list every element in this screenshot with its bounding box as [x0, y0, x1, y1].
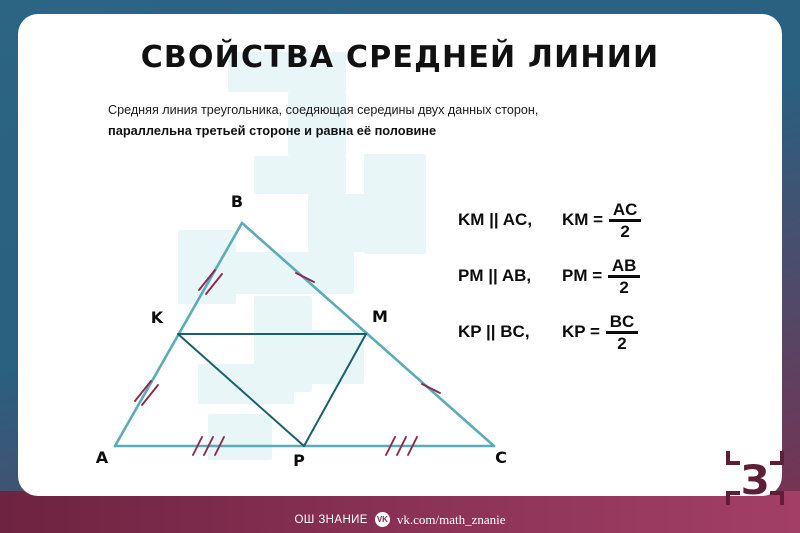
- midline-PM: [303, 333, 367, 447]
- vk-icon[interactable]: VK: [374, 512, 390, 527]
- formula-numerator-1: AC: [612, 199, 638, 219]
- logo-bracket-br: [770, 491, 784, 505]
- tick-AK-1: [134, 380, 152, 402]
- logo-glyph: З: [741, 458, 769, 504]
- vertex-label-K: K: [151, 308, 164, 327]
- footer-band: [0, 491, 800, 533]
- formula-row-2: PM || AB, PM = AB 2: [458, 248, 641, 304]
- fraction-bar-3: [605, 330, 638, 334]
- formula-denominator-2: 2: [619, 277, 629, 297]
- formula-numerator-3: BC: [609, 311, 635, 331]
- tick-PC-1: [385, 436, 396, 456]
- tick-MC-1: [421, 383, 441, 394]
- fraction-bar-1: [609, 218, 642, 222]
- content-card: СВОЙСТВА СРЕДНЕЙ ЛИНИИ Средняя линия тре…: [18, 14, 782, 496]
- formula-row-3: KP || BC, KP = BC 2: [458, 304, 641, 360]
- fraction-bar-2: [608, 274, 641, 278]
- formula-parallel-3: KP || BC,: [458, 322, 530, 341]
- footer-brand: ОШ ЗНАНИЕ: [294, 513, 368, 526]
- tick-PC-3: [407, 436, 418, 456]
- formula-lhs-1: KM =: [562, 210, 604, 229]
- formula-denominator-3: 2: [617, 333, 627, 353]
- vertex-label-B: B: [231, 192, 243, 211]
- formula-fraction-2: AB 2: [608, 255, 641, 297]
- formula-lhs-3: KP =: [562, 322, 600, 341]
- logo-bracket-bl: [726, 491, 740, 505]
- vertex-label-A: A: [96, 448, 109, 467]
- formula-lhs-2: PM =: [562, 266, 603, 285]
- formula-denominator-1: 2: [620, 221, 630, 241]
- formula-list: KM || AC, KM = AC 2 PM || AB, PM = AB 2: [458, 192, 642, 360]
- vertex-label-P: P: [293, 451, 305, 470]
- vertex-label-C: C: [495, 448, 507, 467]
- footer-credits: ОШ ЗНАНИЕ VK vk.com/math_znanie: [0, 506, 800, 533]
- tick-BM-1: [295, 272, 315, 283]
- tick-PC-2: [396, 436, 407, 456]
- vertex-label-M: M: [372, 307, 388, 326]
- tick-AP-1: [192, 436, 203, 456]
- formula-row-1: KM || AC, KM = AC 2: [458, 192, 642, 248]
- logo-bracket-tl: [726, 451, 740, 465]
- page-title: СВОЙСТВА СРЕДНЕЙ ЛИНИИ: [140, 40, 660, 75]
- logo-bracket-tr: [770, 451, 784, 465]
- subtitle-line-2: параллельна третьей стороне и равна её п…: [108, 122, 437, 138]
- footer-url[interactable]: vk.com/math_znanie: [396, 511, 506, 527]
- triangle-figure: A B C K M P: [96, 192, 507, 470]
- brand-logo-icon: З: [726, 451, 784, 505]
- midline-KP: [177, 333, 305, 447]
- tick-AK-2: [141, 384, 159, 406]
- formula-numerator-2: AB: [611, 255, 637, 275]
- formula-fraction-3: BC 2: [605, 311, 638, 353]
- formula-parallel-1: KM || AC,: [458, 210, 533, 229]
- formula-fraction-1: AC 2: [609, 199, 642, 241]
- formula-parallel-2: PM || AB,: [458, 266, 532, 285]
